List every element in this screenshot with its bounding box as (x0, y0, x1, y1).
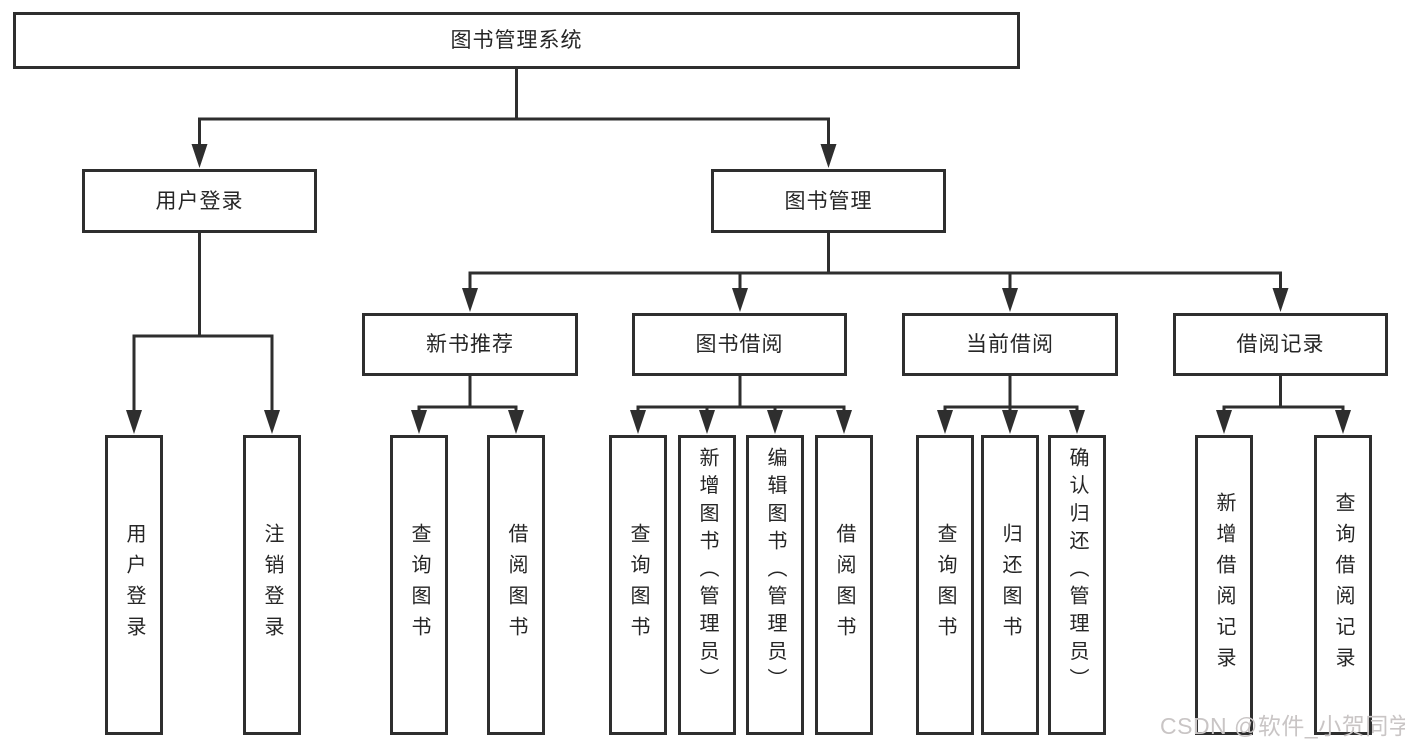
leaf-confirm-return-admin: 确认归还（管理员） (1048, 435, 1106, 735)
leaf-add-borrow-record-label: 新增借阅记录 (1213, 492, 1235, 678)
leaf-borrow-book-label: 借阅图书 (833, 523, 855, 647)
node-borrow-record-label: 借阅记录 (1236, 333, 1325, 356)
connector-arrowheads (126, 144, 1351, 434)
node-new-book-recommend: 新书推荐 (362, 313, 578, 376)
leaf-user-login-label: 用户登录 (123, 523, 145, 647)
leaf-user-login: 用户登录 (105, 435, 163, 735)
connector-lines (132, 69, 1345, 416)
node-root: 图书管理系统 (13, 12, 1020, 69)
leaf-query-borrow-record-label: 查询借阅记录 (1332, 492, 1354, 678)
node-book-management: 图书管理 (711, 169, 946, 233)
node-user-login-branch: 用户登录 (82, 169, 317, 233)
node-book-borrow-label: 图书借阅 (695, 333, 784, 356)
leaf-confirm-return-admin-label: 确认归还（管理员） (1066, 447, 1088, 696)
leaf-borrow-book-recommend-label: 借阅图书 (505, 523, 527, 647)
leaf-query-book-current-label: 查询图书 (934, 523, 956, 647)
leaf-query-book-borrow: 查询图书 (609, 435, 667, 735)
node-current-borrow-label: 当前借阅 (966, 333, 1054, 356)
leaf-edit-book-admin: 编辑图书（管理员） (746, 435, 804, 735)
leaf-return-book: 归还图书 (981, 435, 1039, 735)
node-borrow-record: 借阅记录 (1173, 313, 1388, 376)
leaf-edit-book-admin-label: 编辑图书（管理员） (764, 447, 786, 696)
leaf-borrow-book-recommend: 借阅图书 (487, 435, 545, 735)
node-book-borrow: 图书借阅 (632, 313, 847, 376)
node-root-label: 图书管理系统 (450, 29, 583, 52)
leaf-return-book-label: 归还图书 (999, 523, 1021, 647)
leaf-logout: 注销登录 (243, 435, 301, 735)
leaf-add-borrow-record: 新增借阅记录 (1195, 435, 1253, 735)
leaf-query-book-recommend: 查询图书 (390, 435, 448, 735)
csdn-watermark: CSDN @软件_小贺同学 (1160, 713, 1405, 739)
leaf-query-book-borrow-label: 查询图书 (627, 523, 649, 647)
leaf-add-book-admin-label: 新增图书（管理员） (696, 447, 718, 696)
leaf-borrow-book: 借阅图书 (815, 435, 873, 735)
leaf-query-book-recommend-label: 查询图书 (408, 523, 430, 647)
leaf-logout-label: 注销登录 (261, 523, 283, 647)
node-user-login-branch-label: 用户登录 (155, 189, 244, 213)
leaf-query-book-current: 查询图书 (916, 435, 974, 735)
node-new-book-recommend-label: 新书推荐 (426, 333, 514, 356)
leaf-query-borrow-record: 查询借阅记录 (1314, 435, 1372, 735)
node-book-management-label: 图书管理 (784, 189, 873, 213)
node-current-borrow: 当前借阅 (902, 313, 1118, 376)
leaf-add-book-admin: 新增图书（管理员） (678, 435, 736, 735)
